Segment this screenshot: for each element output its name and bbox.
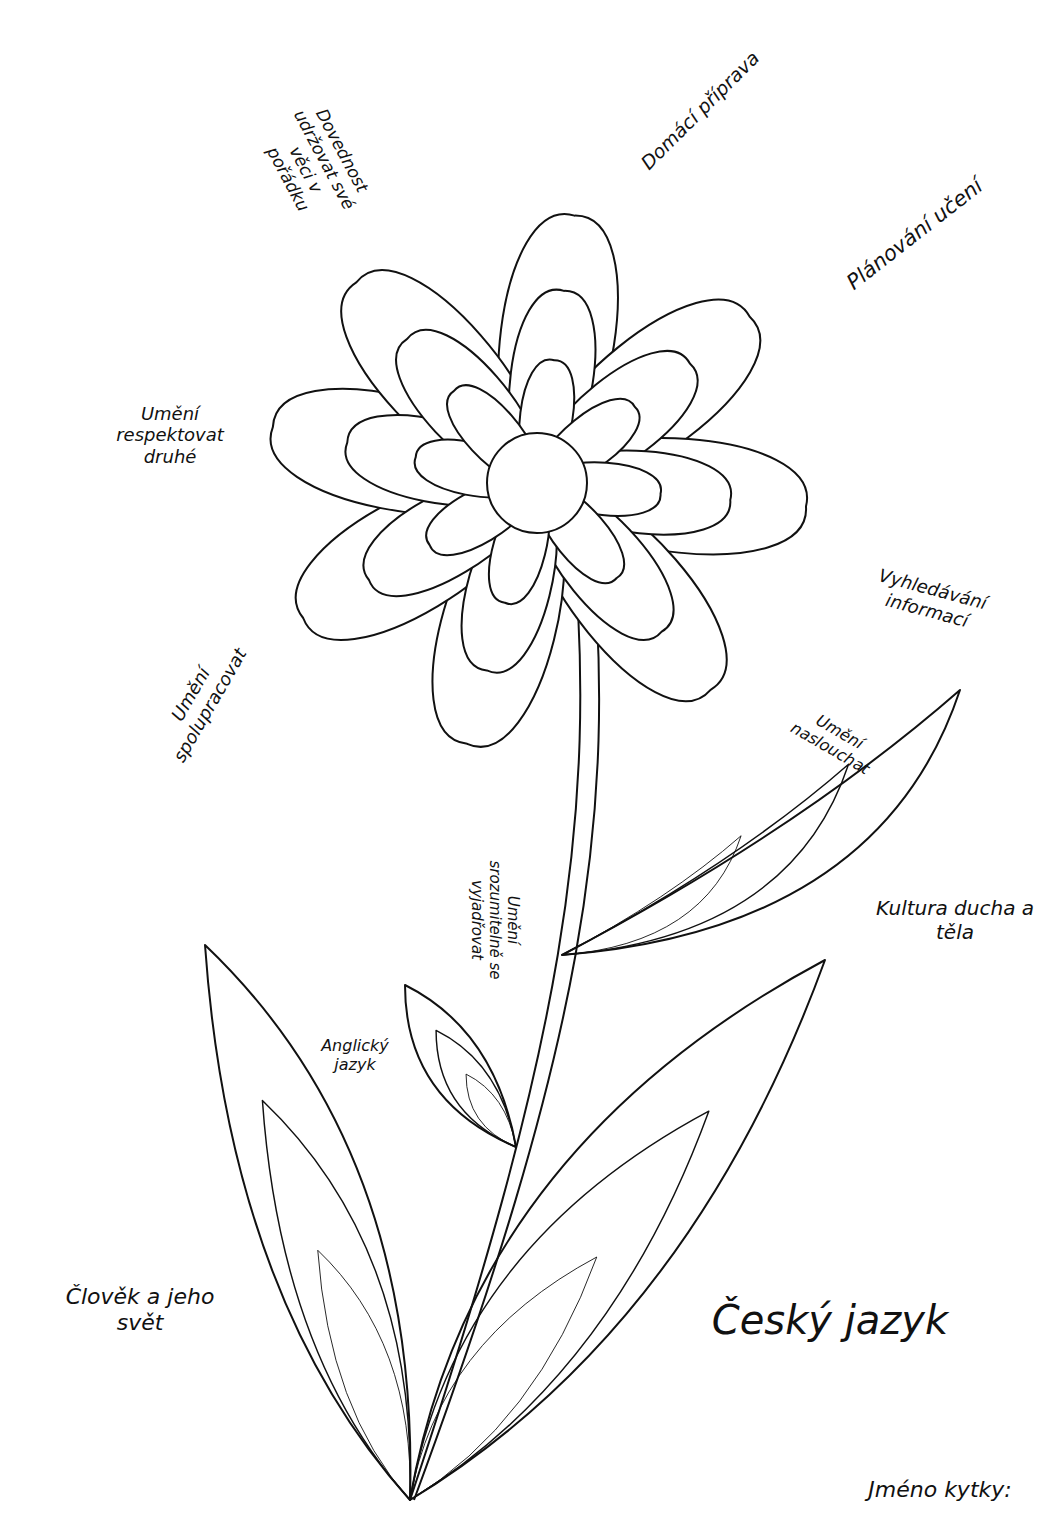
label-text: Umění naslouchat (777, 695, 893, 784)
petals (261, 207, 812, 759)
label-text: Anglický jazyk (309, 1036, 401, 1074)
label-text: Umění srozumitelně se vyjadřovat (468, 859, 522, 981)
label-text: Český jazyk (695, 1296, 965, 1344)
label-text: Domácí příprava (621, 31, 779, 189)
flower-center (487, 433, 587, 533)
label-text: Umění spolupracovat (144, 625, 255, 775)
label-text: Člověk a jeho svět (65, 1284, 215, 1337)
stem-and-leaves (205, 530, 960, 1500)
leaf-left (205, 945, 410, 1500)
label-text: Dovednost udržovat své věci v pořádku (253, 96, 378, 233)
label-text: Kultura ducha a těla (871, 896, 1039, 944)
label-text: Vyhledávání informací (858, 561, 1002, 638)
leaf-small (405, 985, 516, 1147)
label-text: Umění respektovat druhé (106, 403, 234, 468)
label-text: Jméno kytky: (855, 1477, 1025, 1503)
label-text: Plánování učení (825, 160, 1006, 309)
